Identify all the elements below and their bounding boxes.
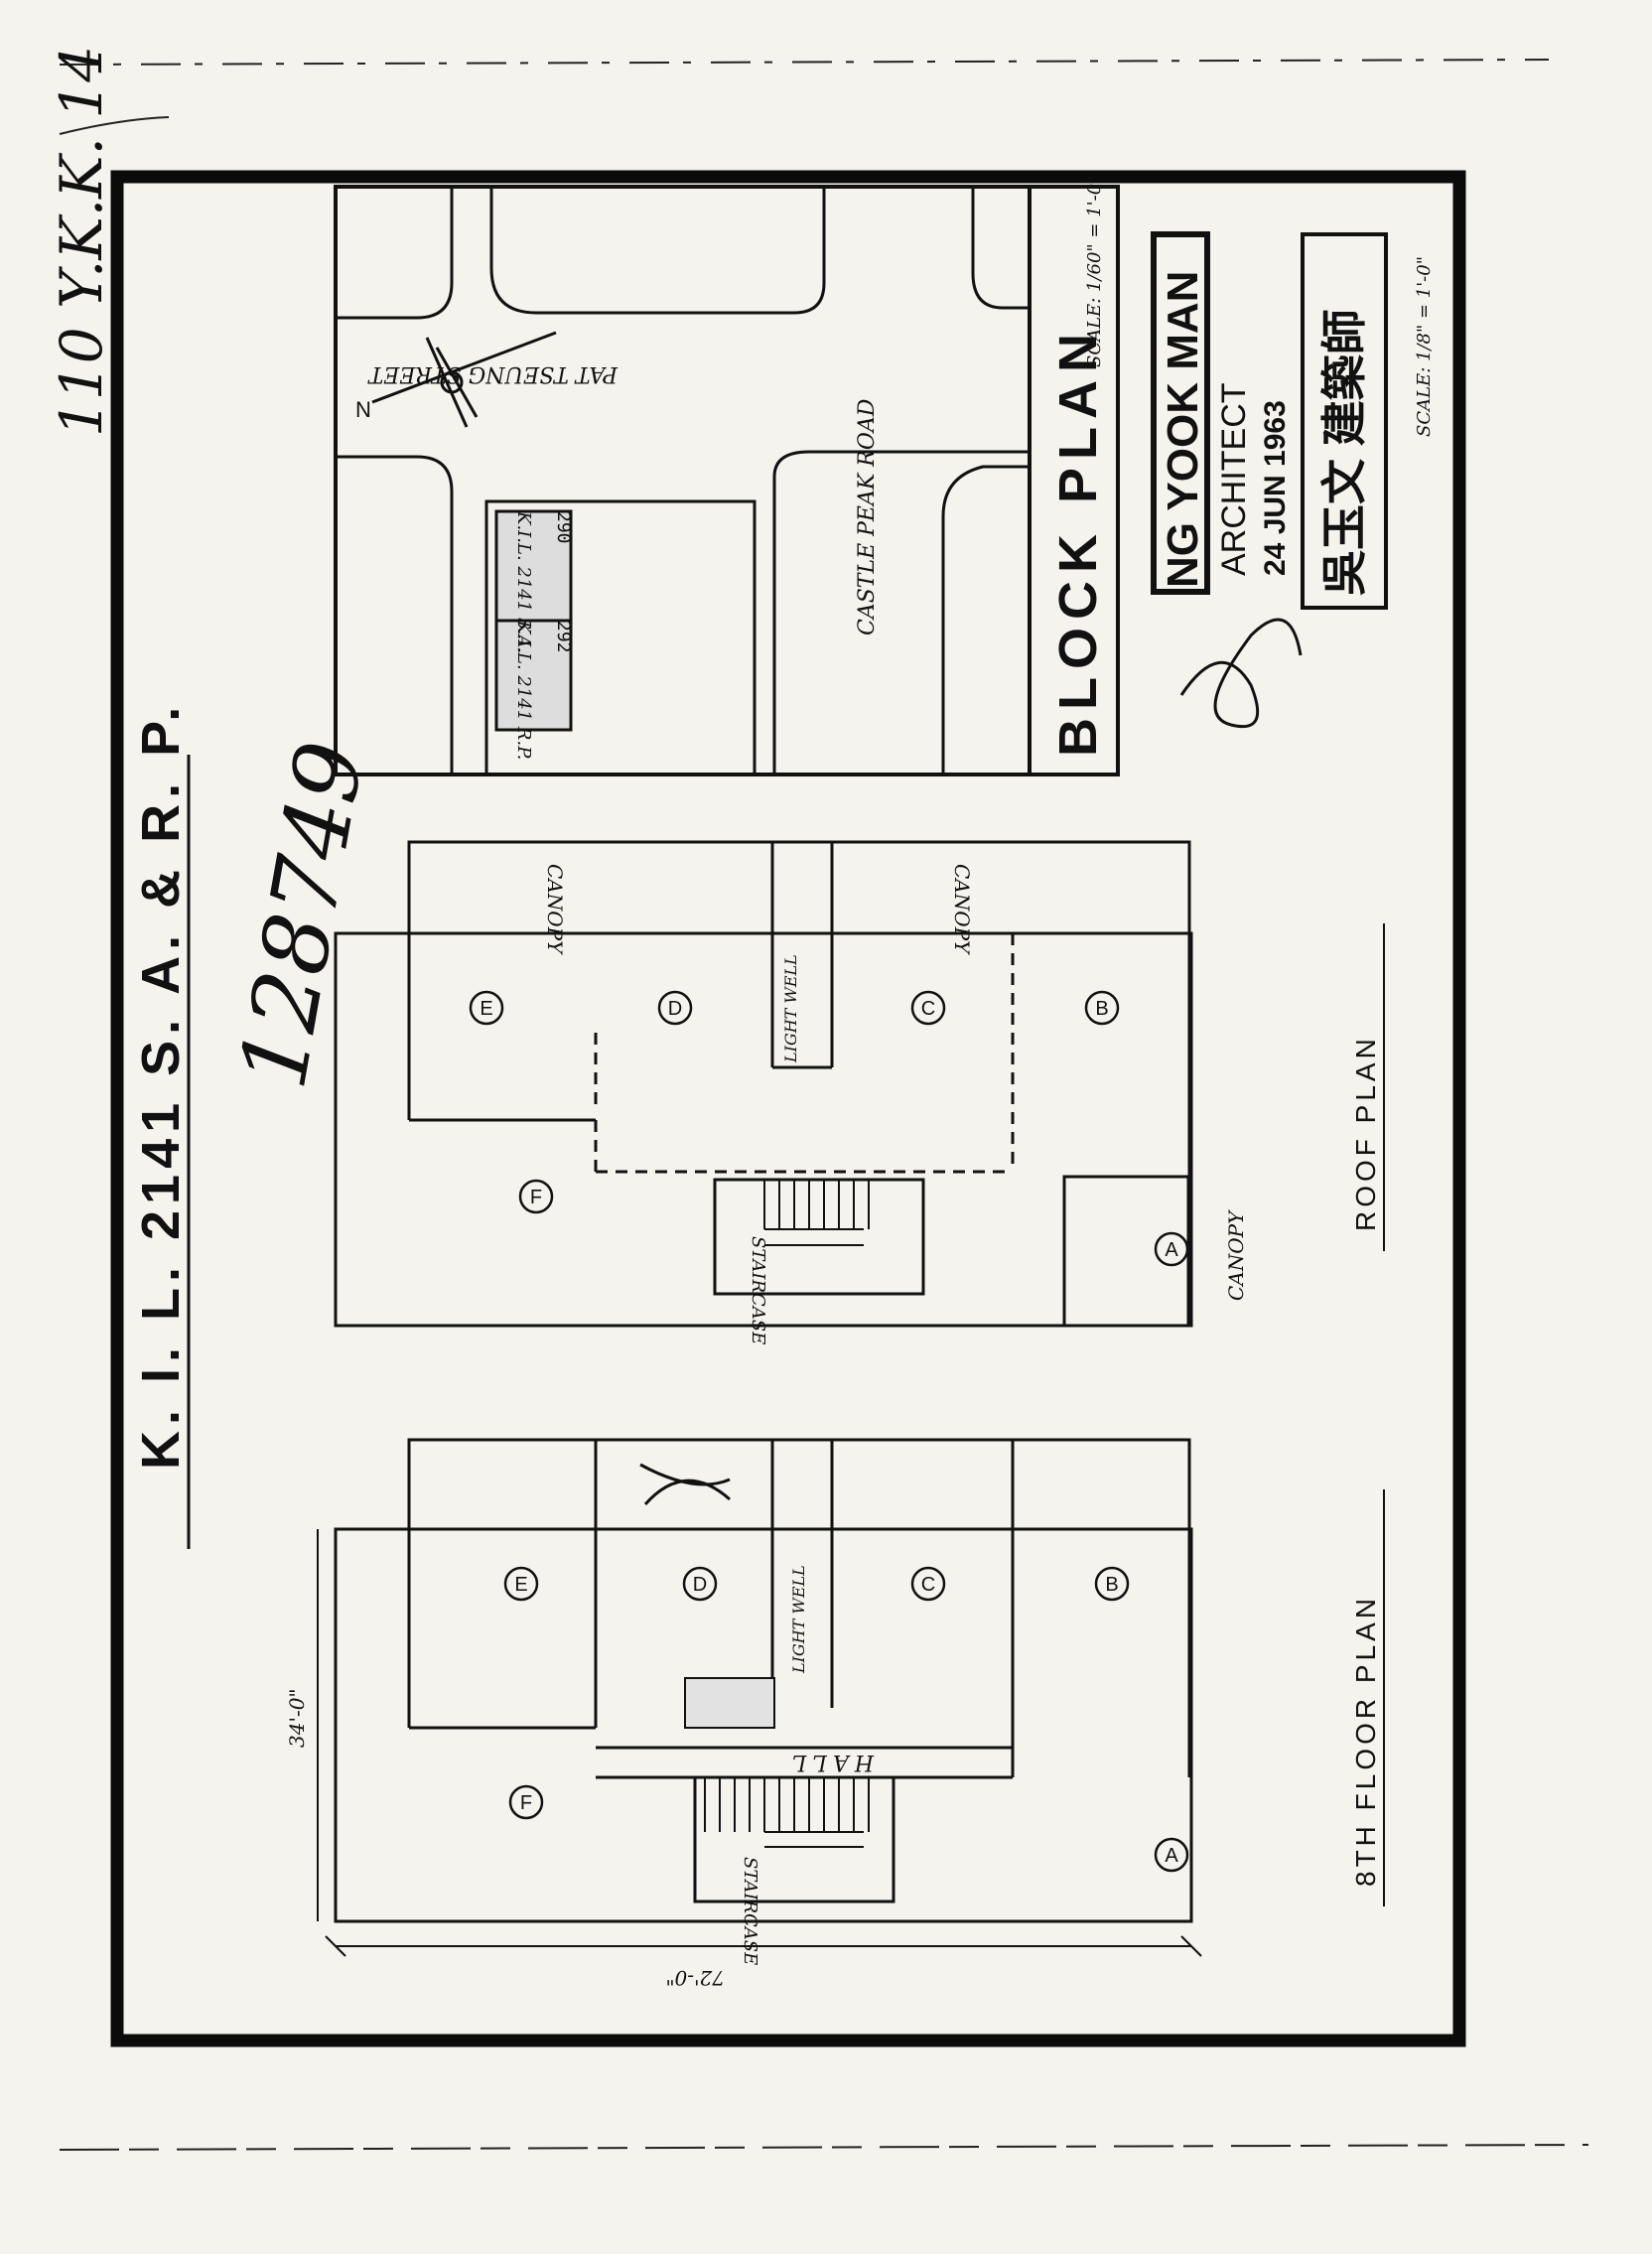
floor-unit-e-marker bbox=[503, 1566, 539, 1602]
corner-note: 110 Y.K.K. 14 bbox=[48, 46, 115, 437]
floor-unit-a-marker bbox=[1154, 1837, 1189, 1873]
roof-canopy-label-2: CANOPY bbox=[950, 864, 974, 955]
floor-light-well-hatch bbox=[684, 1677, 775, 1729]
floor-unit-f-marker bbox=[508, 1784, 544, 1820]
roof-plan bbox=[334, 840, 1193, 1328]
stamp-role: ARCHITECT bbox=[1215, 382, 1253, 576]
stamp-chinese: 吳玉文 建築師 bbox=[1318, 309, 1370, 596]
lot-2-label: K.I.L. 2141 R.P. bbox=[513, 620, 534, 760]
stamp-chinese-box bbox=[1301, 232, 1388, 610]
roof-unit-b-marker bbox=[1084, 990, 1120, 1026]
floor-unit-f-label: F bbox=[520, 1792, 532, 1814]
roof-unit-b-label: B bbox=[1095, 998, 1108, 1020]
roof-canopy-top bbox=[407, 840, 1191, 935]
floor-plan-labels: E D C B F A HALL LIGHT WELL STAIRCASE 34… bbox=[285, 1489, 1385, 1990]
pencil-x-mark bbox=[639, 1463, 731, 1505]
floor-dimension-length: 72'-0" bbox=[665, 1966, 725, 1990]
floor-stair-treads bbox=[704, 1777, 870, 1848]
roof-stair-treads bbox=[763, 1180, 870, 1246]
block-plan: BLOCK PLAN SCALE: 1/60" = 1'-0" K.I.L. 2… bbox=[334, 176, 1120, 776]
lot-2 bbox=[494, 619, 573, 732]
lot-group: K.I.L. 2141 S.A. K.I.L. 2141 R.P. 290 29… bbox=[494, 509, 574, 760]
north-arrow bbox=[371, 331, 557, 428]
roof-unit-f-marker bbox=[518, 1179, 554, 1214]
lot-1 bbox=[494, 509, 573, 623]
stamp-name: NG YOOK MAN bbox=[1159, 271, 1207, 588]
floor-unit-c-label: C bbox=[921, 1574, 935, 1596]
block-plan-title-strip bbox=[1028, 185, 1120, 776]
floor-light-well-label: LIGHT WELL bbox=[789, 1565, 808, 1674]
block-plan-title: BLOCK PLAN bbox=[1048, 326, 1108, 757]
floor-plan bbox=[317, 1438, 1202, 1957]
north-label: N bbox=[355, 397, 371, 422]
road-outlines bbox=[336, 187, 1030, 775]
floor-unit-d-marker bbox=[682, 1566, 718, 1602]
scan-edge-lines bbox=[59, 59, 1589, 2151]
roof-unit-f-label: F bbox=[530, 1187, 542, 1208]
roof-unit-e-label: E bbox=[480, 998, 492, 1020]
roof-plan-title: ROOF PLAN bbox=[1350, 1035, 1381, 1231]
roof-light-well-label: LIGHT WELL bbox=[781, 954, 800, 1063]
stamp-name-box bbox=[1151, 231, 1210, 595]
lot-2-number: 292 bbox=[553, 621, 574, 653]
main-title: K. I. L. 2141 S. A. & R. P. bbox=[131, 701, 191, 1470]
floor-unit-e-label: E bbox=[514, 1574, 527, 1596]
floor-staircase-label: STAIRCASE bbox=[740, 1857, 760, 1965]
floor-front-block bbox=[407, 1438, 1191, 1531]
stamp-date: 24 JUN 1963 bbox=[1259, 400, 1292, 576]
architect-stamp: NG YOOK MAN ARCHITECT 24 JUN 1963 吳玉文 建築… bbox=[1151, 231, 1435, 728]
floor-unit-d-label: D bbox=[693, 1574, 707, 1596]
block-plan-scale: SCALE: 1/60" = 1'-0" bbox=[1084, 176, 1105, 367]
floor-unit-b-label: B bbox=[1105, 1574, 1118, 1596]
street-2-label: CASTLE PEAK ROAD bbox=[855, 398, 880, 635]
floor-unit-b-marker bbox=[1094, 1566, 1130, 1602]
floor-dimension-depth: 34'-0" bbox=[285, 1688, 309, 1748]
floor-plan-title: 8TH FLOOR PLAN bbox=[1350, 1595, 1381, 1887]
roof-unit-d-label: D bbox=[668, 998, 682, 1020]
roof-staircase-label: STAIRCASE bbox=[748, 1236, 768, 1344]
roof-unit-a-label: A bbox=[1165, 1239, 1178, 1261]
roof-unit-e-marker bbox=[469, 990, 504, 1026]
architect-signature bbox=[1179, 618, 1303, 728]
floor-hall-label: HALL bbox=[786, 1750, 875, 1774]
lot-1-number: 290 bbox=[553, 511, 574, 544]
roof-unit-a-marker bbox=[1154, 1231, 1189, 1267]
roof-plan-labels: E D C B F A CANOPY CANOPY CANOPY LIGHT W… bbox=[480, 864, 1385, 1344]
floor-unit-c-marker bbox=[910, 1566, 946, 1602]
reference-number: 128749 bbox=[219, 734, 384, 1095]
floor-unit-a-label: A bbox=[1165, 1845, 1178, 1867]
roof-unit-c-marker bbox=[910, 990, 946, 1026]
street-1-label: PAT TSEUNG STREET bbox=[366, 361, 619, 386]
sheet-border bbox=[110, 170, 1466, 2047]
roof-stair bbox=[713, 1178, 925, 1296]
stamp-scale: SCALE: 1/8" = 1'-0" bbox=[1414, 256, 1435, 437]
roof-unit-c-label: C bbox=[921, 998, 935, 1020]
roof-canopy-label-3: CANOPY bbox=[1224, 1209, 1248, 1301]
lot-1-label: K.I.L. 2141 S.A. bbox=[513, 510, 534, 653]
roof-canopy-label-1: CANOPY bbox=[543, 864, 567, 955]
roof-unit-d-marker bbox=[657, 990, 693, 1026]
main-title-group: K. I. L. 2141 S. A. & R. P. bbox=[131, 701, 191, 1549]
